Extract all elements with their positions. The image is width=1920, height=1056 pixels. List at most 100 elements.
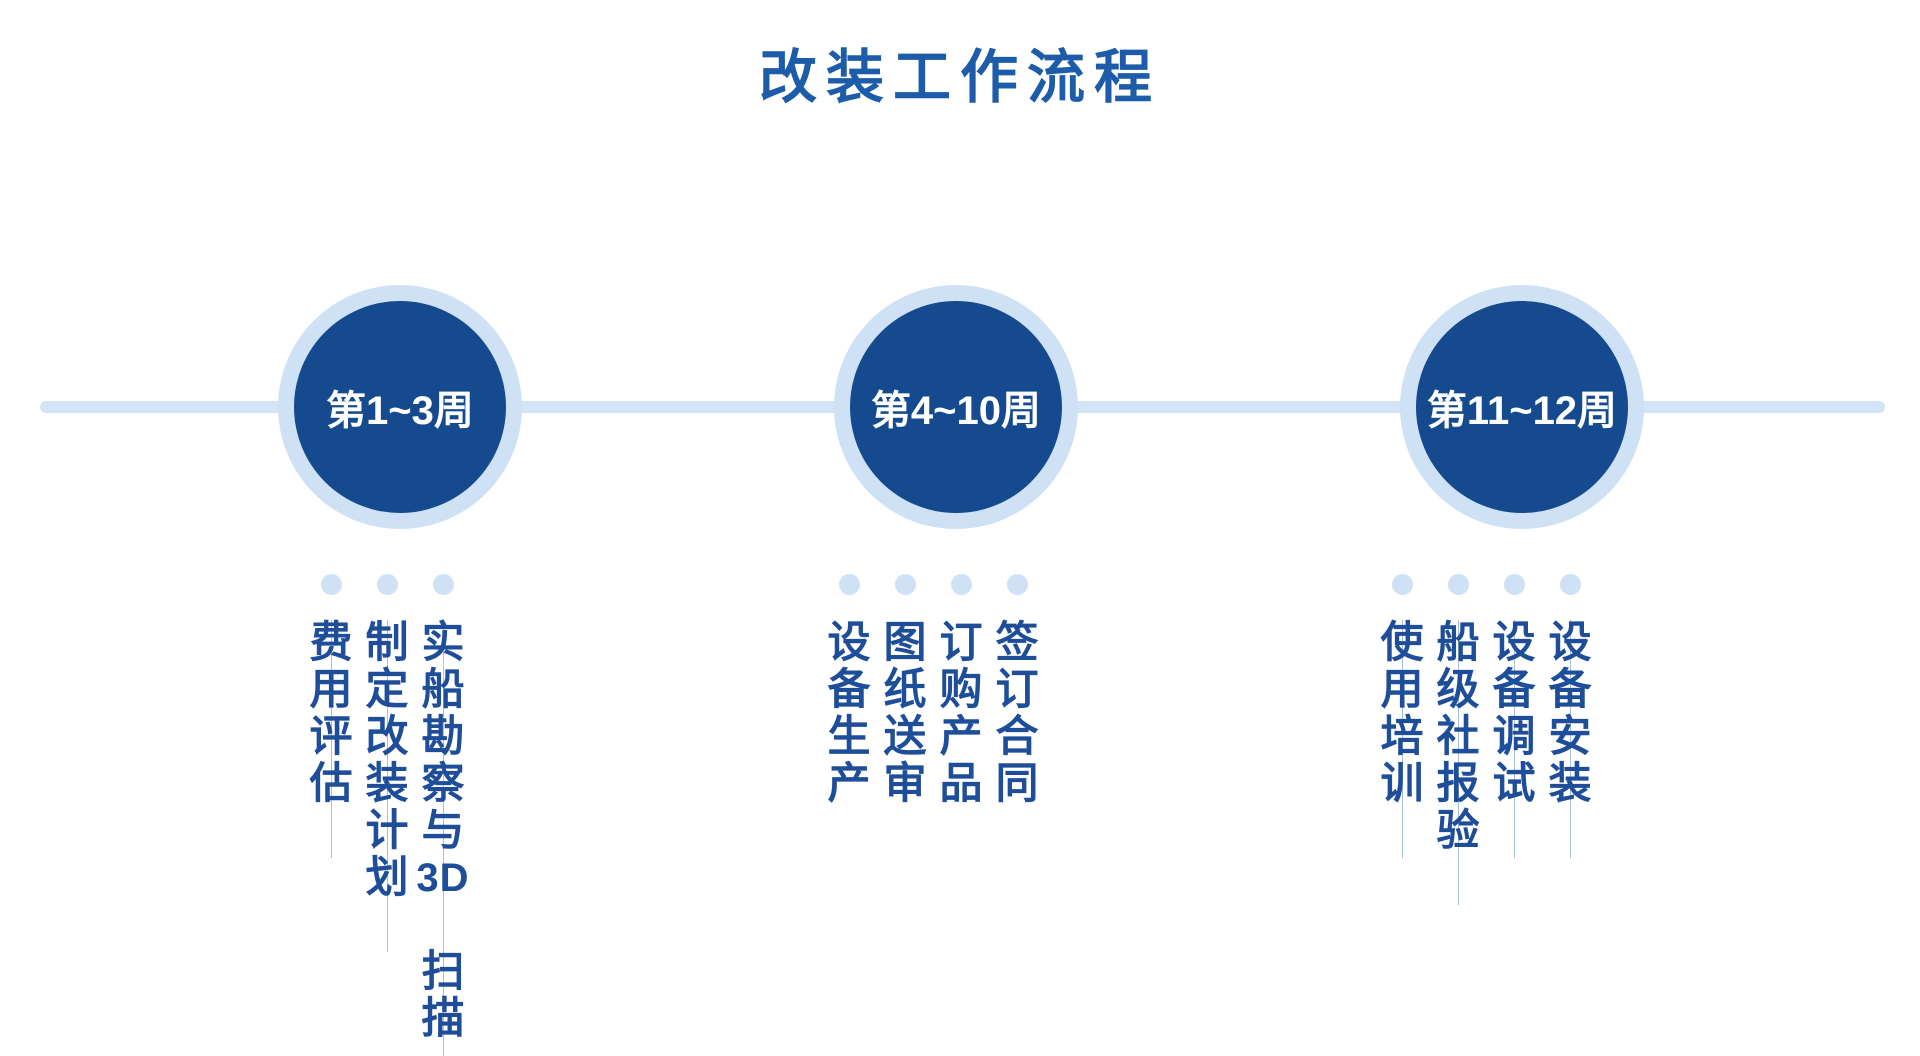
task-char: 生 xyxy=(827,713,871,761)
task-cell: 订购产品 xyxy=(933,574,989,808)
task-char: 设 xyxy=(1548,619,1592,667)
task-char: 审 xyxy=(883,760,927,808)
task-char: 社 xyxy=(1436,713,1480,761)
task-cell: 使用培训 xyxy=(1374,574,1430,858)
bullet-dot xyxy=(432,574,454,595)
task-cell: 设备调试 xyxy=(1486,574,1542,858)
column-line xyxy=(1458,620,1459,905)
task-char: 级 xyxy=(1436,666,1480,714)
task-cell: 费用评估 xyxy=(303,574,359,1043)
stage-tasks-group: 设备生产图纸送审订购产品签订合同 xyxy=(821,574,1045,808)
task-column: 签订合同 xyxy=(996,620,1039,808)
task-char: 备 xyxy=(1492,666,1536,714)
task-char: 订 xyxy=(939,619,983,667)
task-char: 评 xyxy=(309,713,353,761)
task-char: 纸 xyxy=(883,666,927,714)
task-column: 船级社报验 xyxy=(1436,619,1480,905)
task-char: 备 xyxy=(1548,666,1592,714)
bullet-dot xyxy=(1006,574,1028,595)
task-char: 使 xyxy=(1380,619,1424,667)
column-line xyxy=(1402,620,1403,858)
stage-circle: 第11~12周 xyxy=(1416,301,1628,513)
bullet-dot xyxy=(1503,574,1525,595)
task-char: 勘 xyxy=(421,713,465,761)
task-char: 费 xyxy=(309,619,353,667)
task-cell: 图纸送审 xyxy=(877,574,933,808)
task-char: 安 xyxy=(1548,713,1592,761)
task-char: 合 xyxy=(995,713,1039,761)
column-line xyxy=(1514,620,1515,858)
bullet-dot xyxy=(376,574,398,595)
task-char: 试 xyxy=(1492,760,1536,808)
page-title: 改装工作流程 xyxy=(758,45,1161,110)
task-char: 品 xyxy=(939,760,983,808)
stage-tasks-group: 使用培训船级社报验设备调试设备安装 xyxy=(1374,574,1598,905)
task-char: 图 xyxy=(883,619,927,667)
task-cell: 设备安装 xyxy=(1542,574,1598,858)
task-column: 设备调试 xyxy=(1492,619,1536,858)
task-column: 使用培训 xyxy=(1380,619,1424,858)
task-char: 实 xyxy=(421,619,465,667)
bullet-dot xyxy=(1559,574,1581,595)
bullet-dot xyxy=(1447,574,1469,595)
task-char: 用 xyxy=(1380,666,1424,714)
task-char: 训 xyxy=(1380,760,1424,808)
task-char: 船 xyxy=(1436,619,1480,667)
task-char: 设 xyxy=(827,619,871,667)
task-char: 估 xyxy=(309,760,353,808)
bullet-dot xyxy=(1391,574,1413,595)
task-char: 3D xyxy=(416,856,470,900)
task-char: 船 xyxy=(421,666,465,714)
task-char: 报 xyxy=(1436,760,1480,808)
task-char: 产 xyxy=(827,760,871,808)
task-cell: 船级社报验 xyxy=(1430,574,1486,905)
task-cell: 制定改装计划 xyxy=(359,574,415,1043)
column-line xyxy=(1570,620,1571,858)
stage-circle: 第1~3周 xyxy=(294,301,506,513)
stage-label: 第11~12周 xyxy=(1426,389,1618,433)
task-column: 设备安装 xyxy=(1548,619,1592,858)
stage-node-3: 第11~12周 xyxy=(1400,285,1644,529)
task-char: 察 xyxy=(421,760,465,808)
bullet-dot xyxy=(950,574,972,595)
task-char: 装 xyxy=(365,760,409,808)
task-char: 备 xyxy=(827,666,871,714)
stage-label: 第1~3周 xyxy=(326,389,474,433)
column-line xyxy=(442,620,444,1056)
column-line xyxy=(387,620,388,952)
task-cell: 签订合同 xyxy=(989,574,1045,808)
task-char: 送 xyxy=(883,713,927,761)
task-char: 计 xyxy=(365,807,409,855)
bullet-dot xyxy=(894,574,916,595)
task-char: 扫 xyxy=(421,948,465,996)
task-char: 签 xyxy=(995,619,1039,667)
task-char: 描 xyxy=(421,995,465,1043)
task-char: 改 xyxy=(365,713,409,761)
task-char: 划 xyxy=(365,854,409,902)
task-char: 制 xyxy=(365,619,409,667)
task-cell: 设备生产 xyxy=(821,574,877,808)
task-column: 费用评估 xyxy=(309,619,353,858)
stage-label: 第4~10周 xyxy=(870,389,1042,433)
task-char: 验 xyxy=(1436,807,1480,855)
task-char: 产 xyxy=(939,713,983,761)
stage-circle: 第4~10周 xyxy=(850,301,1062,513)
task-char-gap xyxy=(437,902,449,949)
task-char: 培 xyxy=(1380,713,1424,761)
task-char: 订 xyxy=(995,666,1039,714)
task-char: 购 xyxy=(939,666,983,714)
task-char: 装 xyxy=(1548,760,1592,808)
task-char: 设 xyxy=(1492,619,1536,667)
task-char: 与 xyxy=(421,807,465,855)
task-column: 订购产品 xyxy=(940,620,983,808)
column-line xyxy=(331,620,332,858)
bullet-dot xyxy=(838,574,860,595)
task-column: 设备生产 xyxy=(828,620,871,808)
bullet-dot xyxy=(320,574,342,595)
task-column: 图纸送审 xyxy=(884,620,927,808)
task-char: 定 xyxy=(365,666,409,714)
